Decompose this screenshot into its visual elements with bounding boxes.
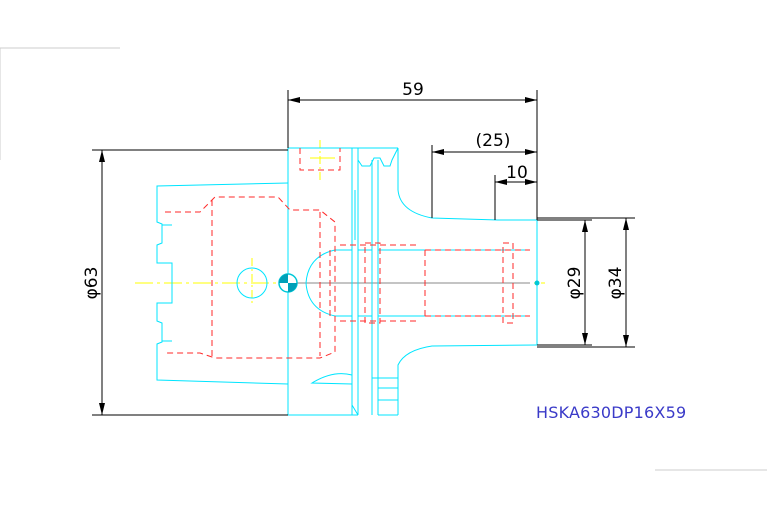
dimension-short-length: 10	[506, 163, 528, 183]
dimension-reference-length: (25)	[476, 131, 511, 151]
part-outline	[156, 147, 538, 416]
dimension-diameter-body: φ63	[82, 267, 102, 300]
centerlines	[135, 140, 545, 305]
dimension-diameter-nose: φ34	[606, 267, 626, 300]
dimension-diameter-bore: φ29	[565, 267, 585, 300]
hidden-lines	[165, 148, 530, 359]
dimension-lines	[92, 90, 635, 416]
part-number-label: HSKA630DP16X59	[536, 403, 687, 422]
center-marker	[278, 273, 540, 293]
dimension-overall-length: 59	[402, 80, 424, 100]
dimension-arrows	[99, 97, 629, 415]
sheet-frame	[0, 47, 767, 471]
